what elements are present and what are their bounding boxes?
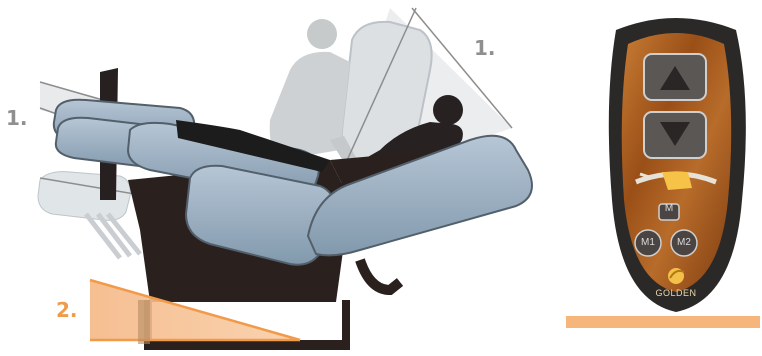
memory-1-label: M1 bbox=[636, 237, 660, 248]
golden-logo-icon bbox=[668, 268, 684, 284]
remote-up-button[interactable] bbox=[644, 54, 706, 100]
memory-2-label: M2 bbox=[672, 237, 696, 248]
remote-down-button[interactable] bbox=[644, 112, 706, 158]
brand-label: GOLDEN bbox=[641, 288, 711, 298]
recline-label-right: 1. bbox=[474, 36, 496, 60]
recline-label-left: 1. bbox=[6, 106, 28, 130]
memory-button-label: M bbox=[660, 203, 678, 214]
lift-label: 2. bbox=[56, 298, 78, 322]
